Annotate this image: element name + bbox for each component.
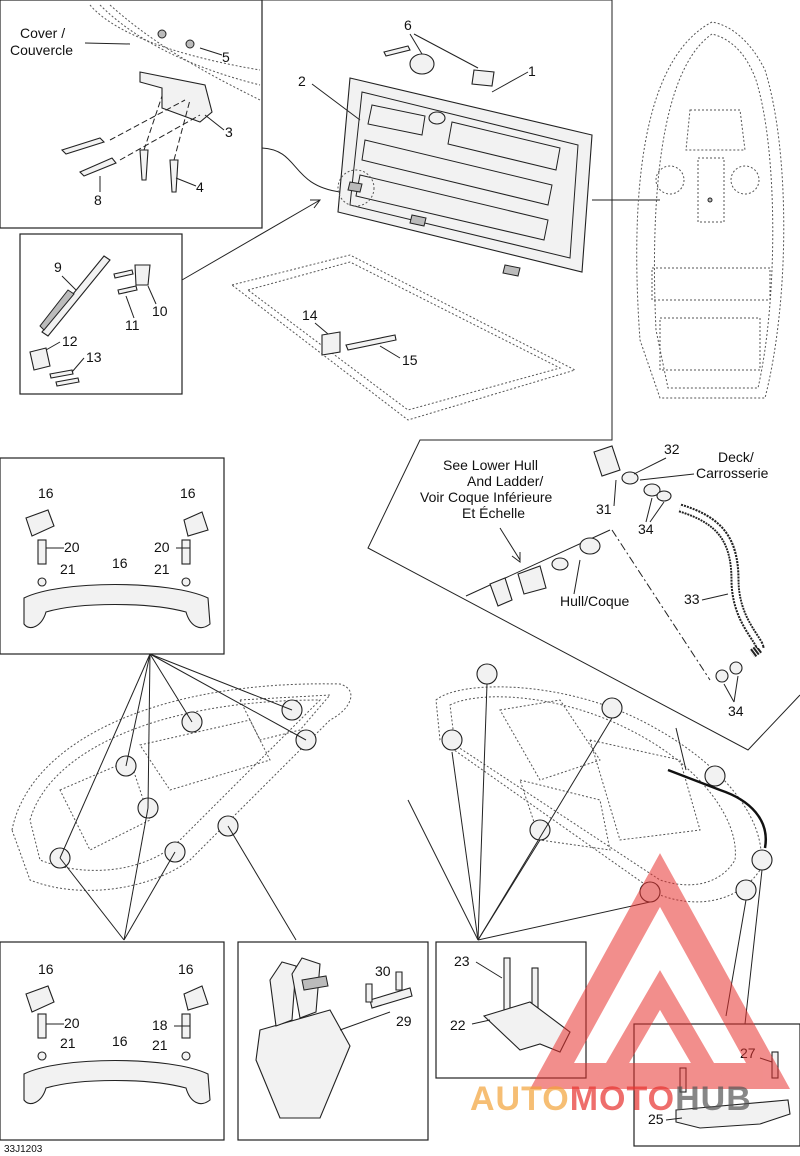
deck-label-line1: Deck/ xyxy=(718,449,754,465)
callout-9: 9 xyxy=(54,259,62,275)
callout-14: 14 xyxy=(302,307,318,323)
watermark-auto: AUTO xyxy=(470,1080,570,1118)
deck-fitting xyxy=(593,445,672,502)
storage-well xyxy=(230,254,577,421)
lock-knob xyxy=(383,45,495,87)
hull-fitting xyxy=(489,537,601,607)
cover-label-line2: Couvercle xyxy=(10,42,73,58)
callout-5: 5 xyxy=(222,49,230,65)
watermark-text: AUTOMOTOHUB xyxy=(470,1080,752,1118)
callout-21a: 21 xyxy=(60,561,76,577)
callout-10: 10 xyxy=(152,303,168,319)
callout-20a: 20 xyxy=(64,539,80,555)
automotohub-watermark xyxy=(529,853,791,1089)
cover-detail-box xyxy=(0,0,263,229)
callout-34b: 34 xyxy=(728,703,744,719)
callout-16b: 16 xyxy=(180,485,196,501)
callout-20c: 20 xyxy=(64,1015,80,1031)
drain-hose-routing xyxy=(667,768,768,849)
callout-23: 23 xyxy=(454,953,470,969)
callout-21b: 21 xyxy=(154,561,170,577)
callout-21c: 21 xyxy=(60,1035,76,1051)
callout-34a: 34 xyxy=(638,521,654,537)
deck-label-line2: Carrosserie xyxy=(696,465,769,481)
latch-striker xyxy=(321,331,397,356)
callout-16e: 16 xyxy=(178,961,194,977)
callout-4: 4 xyxy=(196,179,204,195)
callout-32: 32 xyxy=(664,441,680,457)
grab-handle-lower xyxy=(23,1059,211,1105)
handle-box-lower xyxy=(0,941,225,1141)
see-lower-hull-line2: And Ladder/ xyxy=(467,473,543,489)
callout-8: 8 xyxy=(94,192,102,208)
bracket-plate xyxy=(675,1099,791,1129)
callout-16f: 16 xyxy=(112,1033,128,1049)
gas-spring-box xyxy=(19,233,183,395)
handle-box-upper xyxy=(0,457,225,655)
boat-side-view-left xyxy=(11,683,352,891)
hull-label: Hull/Coque xyxy=(560,593,629,609)
throttle-box xyxy=(237,941,429,1141)
grab-handle xyxy=(23,583,211,629)
callout-15: 15 xyxy=(402,352,418,368)
callout-21d: 21 xyxy=(152,1037,168,1053)
callout-31: 31 xyxy=(596,501,612,517)
callout-30: 30 xyxy=(375,963,391,979)
callout-25: 25 xyxy=(648,1111,664,1127)
hinge-bracket xyxy=(139,71,213,123)
callout-12: 12 xyxy=(62,333,78,349)
callout-33: 33 xyxy=(684,591,700,607)
callout-16d: 16 xyxy=(38,961,54,977)
callout-13: 13 xyxy=(86,349,102,365)
throttle-control xyxy=(255,1009,351,1119)
see-lower-hull-line4: Et Échelle xyxy=(462,505,525,521)
watermark-moto: MOTO xyxy=(570,1080,675,1118)
callout-1: 1 xyxy=(528,63,536,79)
callout-29: 29 xyxy=(396,1013,412,1029)
cover-label-line1: Cover / xyxy=(20,25,65,41)
callout-6: 6 xyxy=(404,17,412,33)
figure-code: 33J1203 xyxy=(4,1144,43,1155)
see-lower-hull-line1: See Lower Hull xyxy=(443,457,538,473)
main-frame-outline xyxy=(262,0,800,751)
see-lower-hull-line3: Voir Coque Inférieure xyxy=(420,489,553,505)
storage-lid xyxy=(337,77,593,277)
callout-16c: 16 xyxy=(112,555,128,571)
callout-3: 3 xyxy=(225,124,233,140)
callout-16a: 16 xyxy=(38,485,54,501)
callout-20b: 20 xyxy=(154,539,170,555)
cleat-box xyxy=(435,941,587,1079)
boat-top-view xyxy=(636,21,785,399)
callout-11: 11 xyxy=(125,317,140,333)
callout-2: 2 xyxy=(298,73,306,89)
watermark-hub: HUB xyxy=(675,1080,752,1118)
callout-22: 22 xyxy=(450,1017,466,1033)
callout-18: 18 xyxy=(152,1017,168,1033)
